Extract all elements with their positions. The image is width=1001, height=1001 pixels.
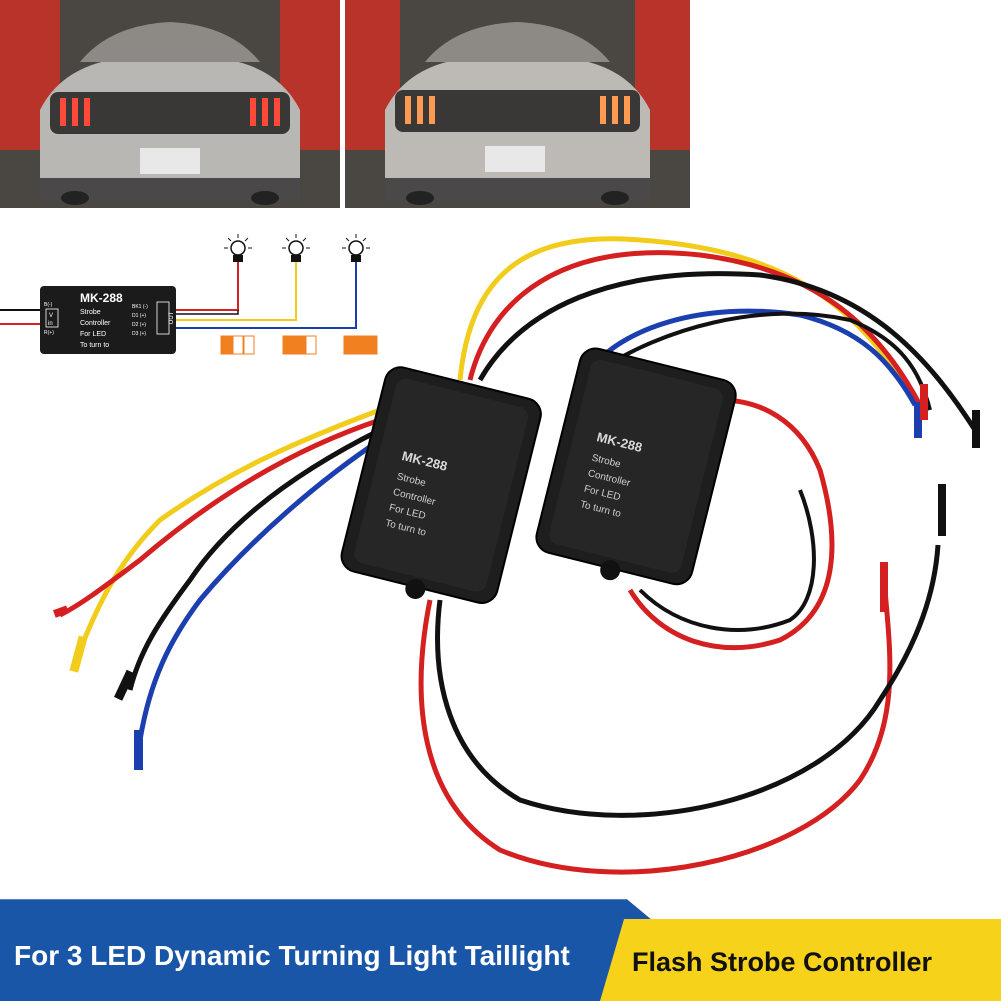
wire-black-top: [477, 271, 978, 432]
diagram-line-3: For LED: [80, 331, 106, 338]
car-photo-right: [345, 0, 690, 208]
wire-end-red-left: [52, 605, 69, 618]
wire-end-yellow-left: [69, 635, 88, 673]
diagram-lamp-2: [282, 234, 310, 262]
diagram-line-4: To turn to: [80, 342, 109, 349]
wire-end-blue-top: [914, 402, 922, 438]
banner-subtitle: Flash Strobe Controller: [632, 947, 933, 977]
wire-black-top-2: [598, 311, 932, 411]
wire-black-loop: [435, 544, 941, 818]
wire-red-loop: [418, 589, 893, 875]
diagram-lamp-3: [342, 234, 370, 262]
product-banner: For 3 LED Dynamic Turning Light Tailligh…: [0, 895, 1001, 1001]
diagram-sequence-2: [282, 335, 317, 355]
wire-end-red-top: [920, 384, 928, 420]
wire-end-black-left: [114, 669, 135, 701]
diagram-out-pin-1: BK1 (-): [132, 304, 148, 310]
diagram-sequence-1: [220, 335, 255, 355]
diagram-out-pin-2: D1 (+): [132, 313, 146, 319]
wiring-diagram: MK-288 Strobe Controller For LED To turn…: [0, 234, 378, 355]
diagram-out-pin-3: D2 (+): [132, 322, 146, 328]
wire-red-loop-2: [627, 397, 835, 651]
wire-red-left: [58, 417, 381, 618]
diagram-model: MK-288: [80, 291, 123, 305]
diagram-module-box: [40, 286, 176, 354]
wire-end-blue-left: [134, 730, 143, 770]
module-right: MK-288 Strobe Controller For LED To turn…: [535, 347, 737, 586]
diagram-vin-v: V: [49, 313, 53, 319]
car-photo-left: [0, 0, 340, 208]
wire-red-top: [467, 250, 923, 407]
banner-right-bg: [600, 919, 1001, 1001]
wire-end-black-right: [938, 484, 946, 536]
wire-black-loop-2: [638, 489, 816, 632]
wire-yellow-top: [457, 236, 908, 387]
diagram-line-1: Strobe: [80, 309, 101, 316]
banner-title: For 3 LED Dynamic Turning Light Tailligh…: [14, 940, 570, 971]
wire-end-black-top: [972, 410, 980, 448]
diagram-input-pos: R(+): [44, 330, 54, 336]
diagram-out-box: [156, 301, 170, 335]
diagram-out-pin-4: D3 (+): [132, 331, 146, 337]
diagram-wire-yellow-out: [176, 262, 297, 321]
diagram-vin-box: [45, 308, 59, 328]
module-left: MK-288 Strobe Controller For LED To turn…: [340, 366, 542, 604]
diagram-wire-black-out: [176, 310, 239, 315]
diagram-lamp-1: [224, 234, 252, 262]
diagram-sequence-3: [343, 335, 378, 355]
wire-blue-left: [137, 437, 382, 741]
diagram-input-neg: B(-): [44, 302, 53, 308]
diagram-wire-blue-out: [176, 262, 357, 329]
wire-end-red-right: [880, 562, 888, 612]
wire-yellow-left: [77, 407, 381, 651]
diagram-out-label: OUT: [169, 311, 175, 324]
wire-black-left: [127, 427, 382, 691]
banner-left-bg: [0, 899, 660, 1001]
product-photo: MK-288 Strobe Controller For LED To turn…: [52, 236, 980, 875]
diagram-line-2: Controller: [80, 320, 111, 327]
diagram-vin-in: in: [48, 321, 53, 327]
